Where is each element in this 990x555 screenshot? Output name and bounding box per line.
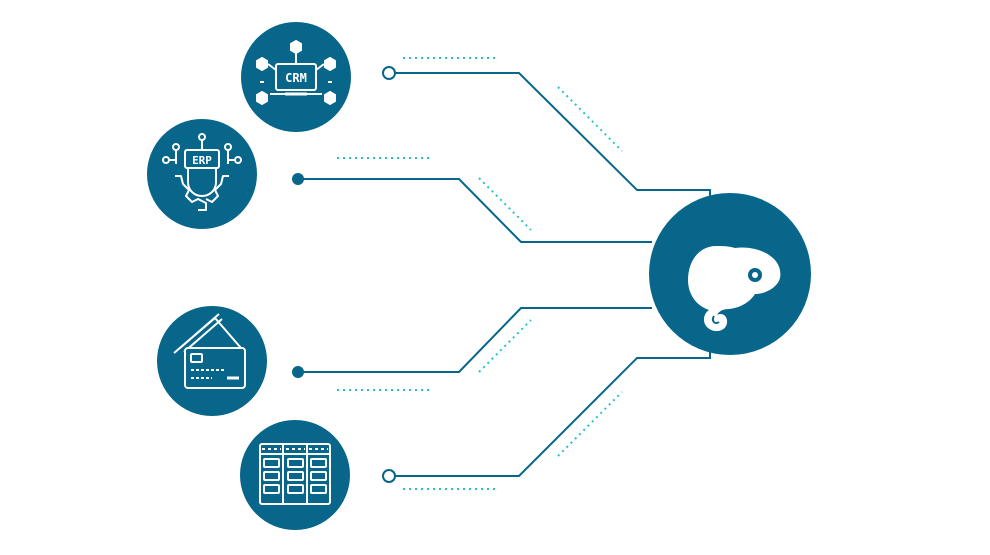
node-crm-label: CRM <box>285 71 307 85</box>
node-storage-circle <box>240 420 350 530</box>
node-erp: ERP <box>147 119 257 229</box>
connector-erp <box>298 178 652 243</box>
node-storage <box>240 420 350 530</box>
shelving-racks-icon <box>259 443 331 505</box>
node-erp-circle <box>147 119 257 229</box>
hub-node <box>649 193 811 355</box>
credit-cards-icon <box>173 313 246 389</box>
connector-endpoints <box>292 66 396 483</box>
node-payments <box>157 306 267 416</box>
dots-crm-diagonal <box>557 86 623 152</box>
node-crm: CRM <box>241 22 351 132</box>
connector-crm <box>390 72 711 200</box>
endpoint-crm <box>382 66 396 80</box>
connector-payments <box>298 307 652 373</box>
chameleon-logo-icon <box>688 246 781 332</box>
node-erp-label: ERP <box>192 154 212 167</box>
node-crm-circle <box>241 22 351 132</box>
dotted-accents <box>337 57 623 490</box>
dots-payments-diagonal <box>478 319 532 373</box>
dots-erp-diagonal <box>478 177 532 231</box>
endpoint-storage <box>382 469 396 483</box>
connector-storage <box>390 350 711 477</box>
connector-lines <box>298 72 711 477</box>
dots-storage-diagonal <box>557 391 623 457</box>
crm-network-icon <box>256 39 336 106</box>
endpoint-erp <box>292 173 304 185</box>
erp-gear-chip-icon <box>162 133 242 211</box>
endpoint-payments <box>292 366 304 378</box>
